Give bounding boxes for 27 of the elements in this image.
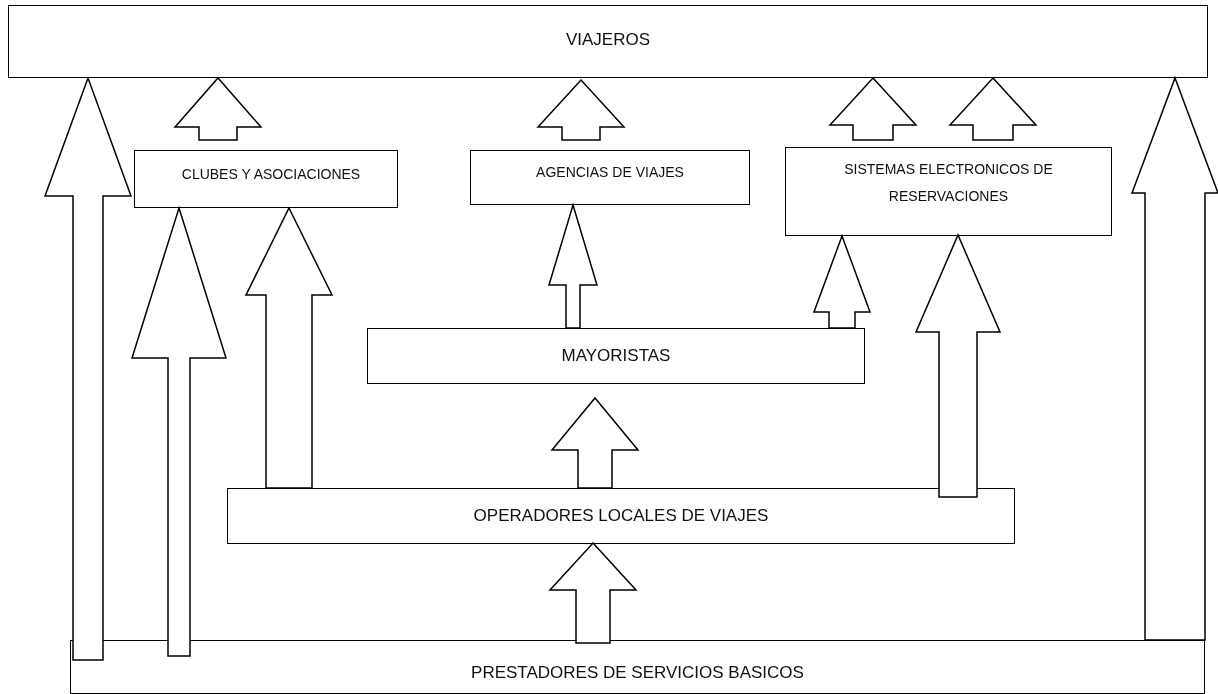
box-label: AGENCIAS DE VIAJES: [536, 163, 684, 182]
process-box: [70, 640, 1205, 694]
block-arrow: [536, 78, 626, 141]
block-arrow: [43, 75, 133, 661]
box-label: VIAJEROS: [565, 29, 651, 51]
block-arrow: [550, 396, 640, 489]
process-box: [785, 147, 1112, 236]
block-arrow: [130, 205, 228, 657]
process-box: [134, 150, 398, 208]
block-arrow: [548, 202, 598, 329]
process-box: [8, 5, 1208, 78]
block-arrow: [948, 76, 1038, 141]
process-box: [367, 328, 865, 384]
block-arrow: [914, 233, 1002, 498]
process-box: [227, 488, 1015, 544]
box-label: PRESTADORES DE SERVICIOS BASICOS: [471, 661, 804, 684]
block-arrow: [828, 76, 918, 141]
block-arrow: [244, 206, 334, 489]
block-arrow: [1130, 75, 1218, 641]
block-arrow: [812, 233, 872, 329]
box-label: MAYORISTAS: [561, 344, 671, 367]
box-label: SISTEMAS ELECTRONICOS DE RESERVACIONES: [843, 160, 1054, 206]
block-arrow: [548, 541, 638, 644]
box-label: CLUBES Y ASOCIACIONES: [181, 165, 361, 184]
box-label: OPERADORES LOCALES DE VIAJES: [473, 504, 769, 527]
block-arrow: [173, 76, 263, 141]
process-box: [470, 150, 750, 205]
